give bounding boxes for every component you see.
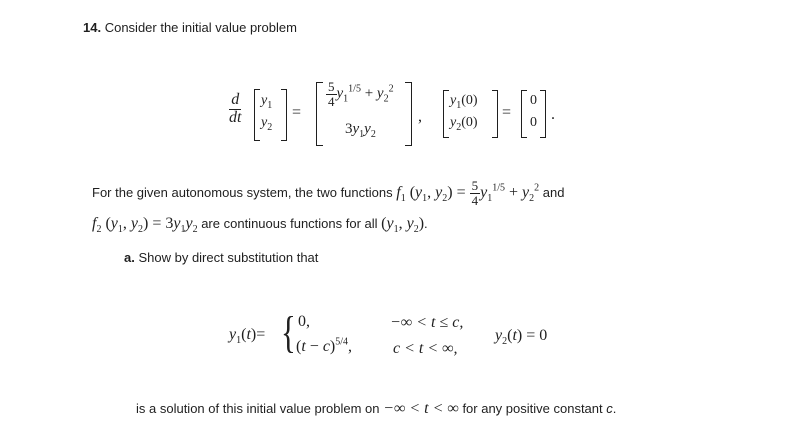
period: . — [551, 106, 555, 123]
right-bracket — [281, 89, 287, 141]
left-bracket — [316, 82, 323, 146]
piecewise-brace: { — [281, 308, 296, 357]
rhs-first-component: 5 4 y11/5 + y22 — [326, 79, 394, 109]
y1-label: y1(t)= — [229, 326, 266, 347]
initial-state: y1(0) y2(0) — [450, 93, 478, 133]
case1-condition: −∞ < t ≤ c, — [390, 314, 464, 331]
right-bracket — [540, 90, 546, 138]
problem-number: 14. — [83, 20, 102, 35]
problem-intro: Consider the initial value problem — [104, 20, 297, 35]
y2-solution: y2(t) = 0 — [495, 327, 548, 348]
left-bracket — [521, 90, 527, 138]
comma: , — [418, 108, 422, 125]
equals-sign: = — [502, 104, 512, 121]
initial-values: 0 0 — [530, 93, 537, 130]
case1-value: 0, — [298, 313, 310, 330]
equals-sign: = — [292, 104, 302, 121]
rhs-second-component: 3y1y2 — [345, 121, 376, 140]
right-bracket — [405, 82, 412, 146]
left-bracket — [443, 90, 449, 138]
paragraph-line-2: f2 (y1, y2) = 3y1y2 are continuous funct… — [92, 215, 428, 236]
paragraph-line-1: For the given autonomous system, the two… — [92, 178, 565, 208]
part-a: a. Show by direct substitution that — [124, 250, 319, 265]
case2-condition: c < t < ∞, — [393, 340, 458, 357]
derivative-operator: d dt — [229, 91, 242, 126]
right-bracket — [492, 90, 498, 138]
conclusion: is a solution of this initial value prob… — [136, 400, 617, 417]
case2-value: (t − c)5/4, — [296, 336, 353, 355]
left-bracket — [254, 89, 260, 141]
state-vector: y1 y2 — [261, 93, 273, 133]
problem-header: 14. Consider the initial value problem — [83, 20, 297, 35]
